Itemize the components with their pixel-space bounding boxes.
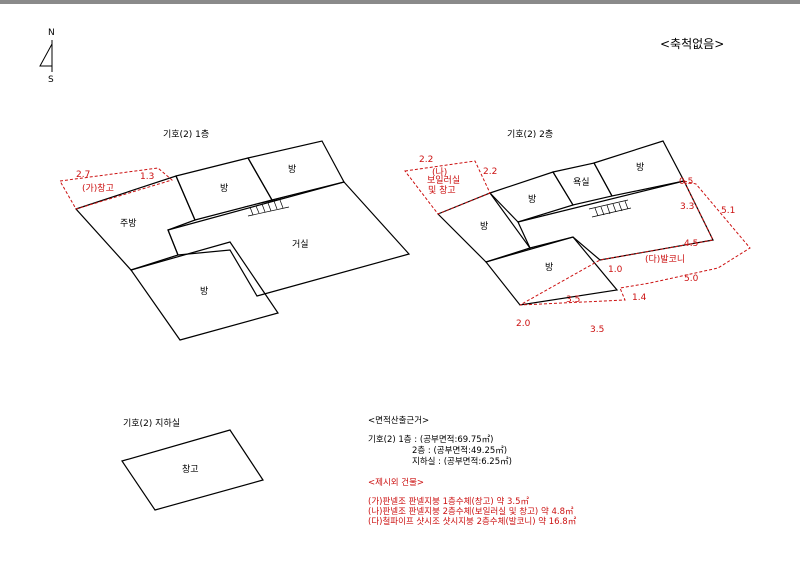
floor2-dim-d6: 4.5 xyxy=(684,239,699,249)
excluded-line1: (가)판넬조 판넬지붕 1층수체(창고) 약 3.5㎡ xyxy=(368,497,529,507)
floor2-stairs-icon xyxy=(588,199,632,218)
floor1-title: 기호(2) 1층 xyxy=(163,130,210,140)
floor2-annex-label-1: (나) xyxy=(432,168,448,178)
floor2-bath-label: 욕실 xyxy=(573,178,590,188)
floor2-dim-d1: 2.2 xyxy=(419,155,434,165)
floor2-dim-d3: 0.5 xyxy=(679,177,694,187)
scale-note: <축척없음> xyxy=(660,37,725,51)
floor1-stairs-icon xyxy=(243,197,290,217)
floor2-boiler-annex-outline xyxy=(404,160,491,215)
area-basis-title: <면적산출근거> xyxy=(368,416,430,426)
excluded-line2: (나)판넬조 판넬지붕 2층수체(보일러실 및 창고) 약 4.8㎡ xyxy=(368,507,574,517)
floor2-dim-d8: 5.0 xyxy=(684,274,699,284)
floor2-dim-d9: 1.4 xyxy=(632,293,647,303)
floor2-dim-d2: 2.2 xyxy=(483,167,498,177)
floor1-room-right-label: 방 xyxy=(288,165,297,175)
floor2-room-right-label: 방 xyxy=(636,163,645,173)
floor2-dim-d10: 3.5 xyxy=(566,295,581,305)
floor1-dim-b: 1.3 xyxy=(140,172,155,182)
floor2-dim-d7: 1.0 xyxy=(608,265,623,275)
compass-south-label: S xyxy=(48,75,54,85)
floor2-room-bottom-outline xyxy=(484,236,619,306)
excluded-line3: (다)철파이프 샷시조 샷시지붕 2층수체(발코니) 약 16.8㎡ xyxy=(368,517,577,527)
floor1-kitchen-label: 주방 xyxy=(120,219,137,229)
excluded-title: <제시외 건물> xyxy=(368,478,425,488)
floor2-title: 기호(2) 2층 xyxy=(507,130,554,140)
floor2-dim-d11: 2.0 xyxy=(516,319,531,329)
floor1-room-bottom-label: 방 xyxy=(200,287,209,297)
floor2-balcony-outline xyxy=(519,180,751,306)
floor2-annex-label-2: 보일러실 xyxy=(427,176,461,186)
basement-room-label: 창고 xyxy=(182,465,199,475)
floor2-room-left-label: 방 xyxy=(480,222,489,232)
floor1-dim-a: 2.7 xyxy=(76,170,91,180)
floor2-dim-d12: 3.5 xyxy=(590,325,605,335)
floor2-room-mid-label: 방 xyxy=(528,195,537,205)
top-border xyxy=(0,0,800,4)
floor1-annex-label: (가)창고 xyxy=(82,184,114,194)
compass-north-label: N xyxy=(48,28,55,38)
basement-plan xyxy=(121,429,264,511)
floor2-annex-label-3: 및 창고 xyxy=(428,186,456,196)
basement-title: 기호(2) 지하실 xyxy=(123,419,181,429)
floor1-room-top-label: 방 xyxy=(220,184,229,194)
floor1-plan xyxy=(74,140,411,341)
floor2-balcony-label: (다)발코니 xyxy=(645,255,686,265)
floor1-room-bottom-outline xyxy=(130,241,279,341)
floor2-room-bottom-label: 방 xyxy=(545,263,554,273)
floor2-dim-d4: 3.3 xyxy=(680,202,695,212)
area-basis-line2: 2층 : (공부면적:49.25㎡) xyxy=(412,446,508,456)
floor2-dim-d5: 5.1 xyxy=(721,206,736,216)
floor1-living-outline xyxy=(167,181,411,297)
floor2-annex xyxy=(404,160,751,306)
floor1-living-label: 거실 xyxy=(292,240,309,250)
floor1-annex xyxy=(59,167,174,210)
area-basis-line1: 기호(2) 1층 : (공부면적:69.75㎡) xyxy=(368,435,494,445)
compass-arrow-icon xyxy=(39,40,53,72)
area-basis-line3: 지하실 : (공부면적:6.25㎡) xyxy=(412,457,512,467)
